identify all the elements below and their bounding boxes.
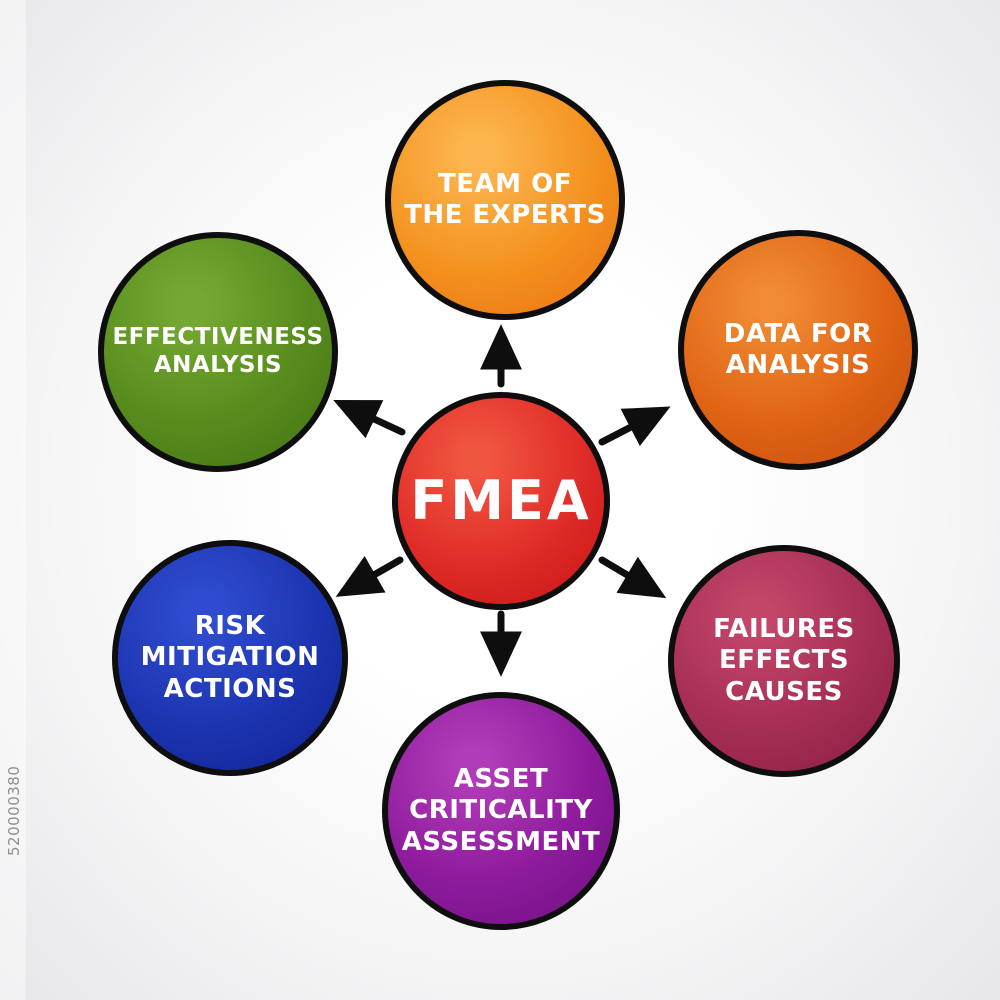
node-asset-criticality-assessment: ASSET CRITICALITY ASSESSMENT xyxy=(382,692,620,930)
node-label-line: DATA FOR xyxy=(723,318,873,349)
node-data-for-analysis: DATA FOR ANALYSIS xyxy=(678,230,918,470)
node-label-line: CAUSES xyxy=(725,676,843,707)
node-risk-mitigation-actions: RISK MITIGATION ACTIONS xyxy=(112,540,348,776)
node-fmea-center: FMEA xyxy=(392,392,610,610)
node-label-line: RISK xyxy=(194,611,266,642)
node-label-line: ANALYSIS xyxy=(153,352,283,378)
node-failures-effects-causes: FAILURES EFFECTS CAUSES xyxy=(668,545,900,777)
node-label-line: ASSET xyxy=(453,764,549,795)
watermark-strip: 520000380 xyxy=(0,0,26,1000)
node-effectiveness-analysis: EFFECTIVENESS ANALYSIS xyxy=(98,232,338,472)
node-label-line: CRITICALITY xyxy=(409,795,593,826)
arrow-to-risk xyxy=(335,556,404,597)
node-label-line: ACTIONS xyxy=(163,673,297,704)
node-label-line: ANALYSIS xyxy=(725,350,871,380)
node-label-line: MITIGATION xyxy=(140,642,320,673)
node-label-line: EFFECTIVENESS xyxy=(112,324,324,351)
node-team-of-the-experts: TEAM OF THE EXPERTS xyxy=(385,80,625,320)
arrow-to-effectiveness xyxy=(333,399,406,439)
node-label-line: EFFECTS xyxy=(718,645,850,676)
node-label-line: THE EXPERTS xyxy=(404,200,606,230)
arrow-to-data xyxy=(598,406,671,447)
node-label-line: TEAM OF xyxy=(438,168,572,199)
center-label: FMEA xyxy=(410,469,592,532)
arrow-to-failures xyxy=(598,556,667,599)
node-label-line: ASSESSMENT xyxy=(401,826,601,857)
node-label-line: FAILURES xyxy=(713,614,855,645)
